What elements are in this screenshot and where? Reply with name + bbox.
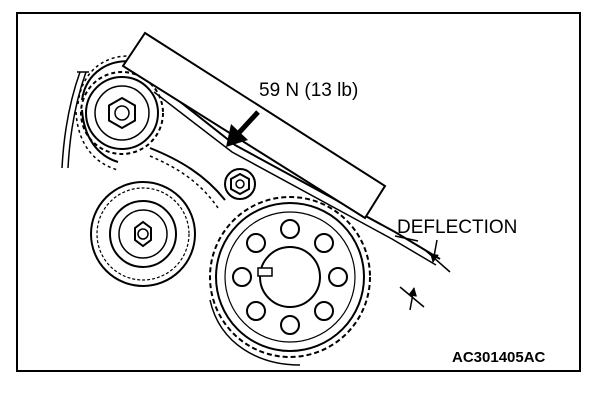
crankshaft-holes (232, 219, 348, 335)
idler-pulley-bolt (134, 220, 152, 248)
crankshaft-key (257, 267, 273, 277)
camshaft-bolt (108, 96, 136, 130)
figure-frame (16, 12, 581, 372)
deflection-label: DEFLECTION (397, 217, 517, 238)
force-arrow (226, 110, 260, 147)
crankshaft-sprocket (209, 196, 371, 358)
camshaft-sprocket (80, 71, 164, 155)
figure-code: AC301405AC (452, 349, 546, 366)
force-label: 59 N (13 lb) (259, 80, 358, 101)
deflection-marks (394, 235, 451, 311)
tensioner-nut (224, 168, 256, 200)
straight-edge-tool (121, 31, 387, 220)
idler-pulley (90, 181, 196, 287)
engine-case-edge (61, 71, 89, 169)
